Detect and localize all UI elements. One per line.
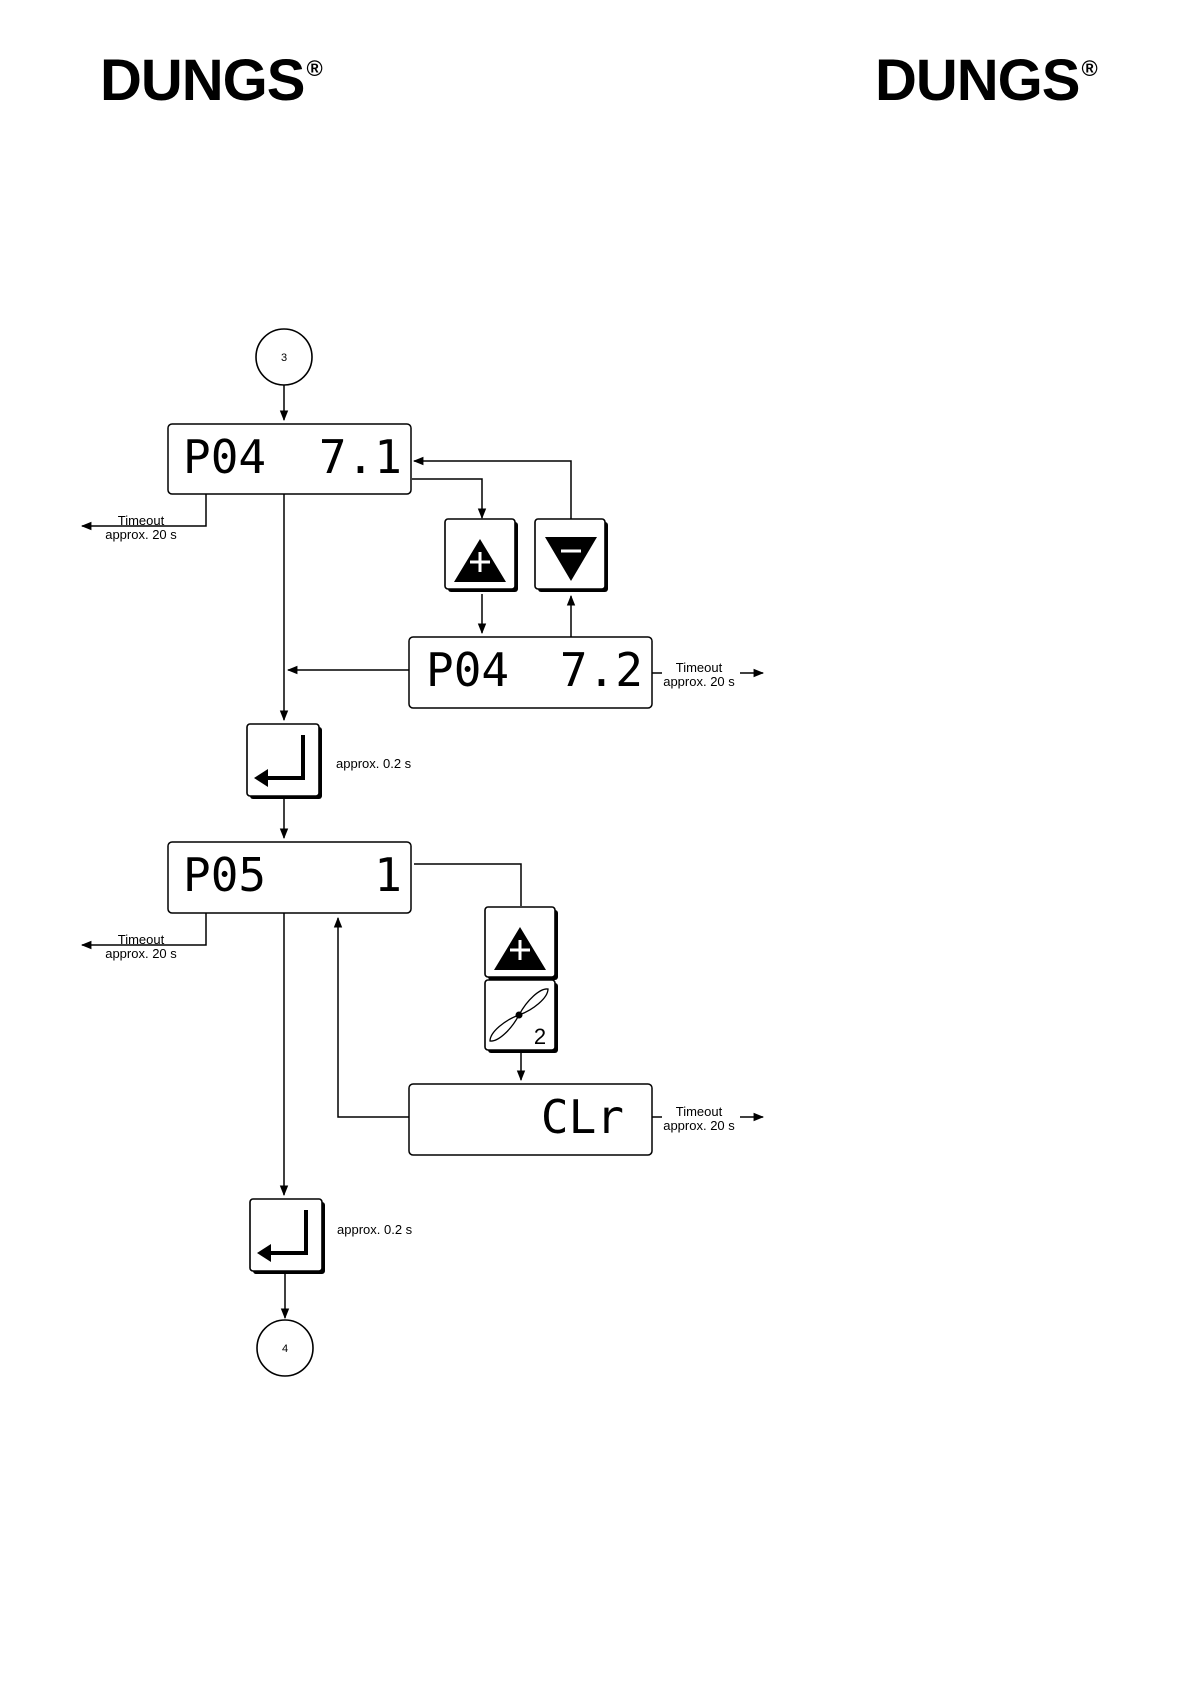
timeout-duration-4: approx. 20 s [663, 1118, 735, 1133]
display-p05: P05 1 [168, 842, 411, 913]
enter-key-2[interactable] [250, 1199, 325, 1274]
display-clr: CLr [409, 1084, 652, 1155]
timeout-duration-2: approx. 20 s [663, 674, 735, 689]
timeout-label-2: Timeout [676, 660, 723, 675]
start-connector: 3 [256, 329, 312, 385]
display-p05-code: P05 [183, 848, 266, 902]
timeout-label-1: Timeout [118, 513, 165, 528]
enter-key-1[interactable] [247, 724, 322, 799]
enter-duration-1: approx. 0.2 s [336, 756, 412, 771]
display-p04-changed-code: P04 [426, 643, 509, 697]
start-connector-label: 3 [281, 352, 287, 364]
display-clr-value: CLr [541, 1090, 624, 1144]
minus-key[interactable] [535, 519, 608, 592]
display-p04-initial-code: P04 [183, 430, 266, 484]
end-connector-label: 4 [282, 1343, 288, 1355]
end-connector: 4 [257, 1320, 313, 1376]
plus-key-2[interactable] [485, 907, 558, 980]
timeout-duration-1: approx. 20 s [105, 527, 177, 542]
display-p04-initial: P04 7.1 [168, 424, 411, 494]
fan-key-number: 2 [534, 1024, 546, 1049]
display-p04-initial-value: 7.1 [319, 430, 402, 484]
timeout-duration-3: approx. 20 s [105, 946, 177, 961]
timeout-label-4: Timeout [676, 1104, 723, 1119]
timeout-label-3: Timeout [118, 932, 165, 947]
display-p05-value: 1 [374, 848, 402, 902]
display-p04-changed-value: 7.2 [560, 643, 643, 697]
plus-key-1[interactable] [445, 519, 518, 592]
fan-key[interactable]: 2 [485, 980, 558, 1053]
display-p04-changed: P04 7.2 [409, 637, 652, 708]
enter-duration-2: approx. 0.2 s [337, 1222, 413, 1237]
